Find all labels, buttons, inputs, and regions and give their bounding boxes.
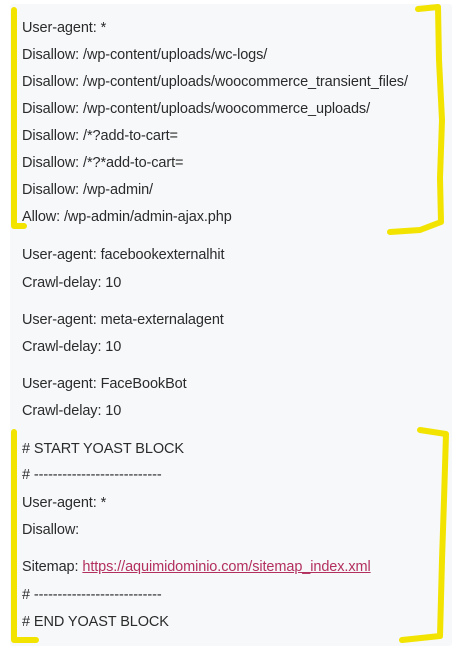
sitemap-link[interactable]: https://aquimidominio.com/sitemap_index.…	[82, 559, 371, 575]
woo-disallow-woocommerce-uploads-line: Disallow: /wp-content/uploads/woocommerc…	[22, 101, 371, 117]
yoast-disallow-line: Disallow:	[22, 522, 80, 538]
robots-txt-panel	[10, 4, 452, 646]
fb-external-hit-user-agent-line: User-agent: facebookexternalhit	[22, 247, 225, 263]
yoast-sitemap-line: Sitemap: https://aquimidominio.com/sitem…	[22, 558, 371, 576]
meta-external-agent-user-agent-line: User-agent: meta-externalagent	[22, 312, 224, 328]
woo-user-agent-line: User-agent: *	[22, 20, 107, 36]
woo-disallow-add-to-cart-line: Disallow: /*?add-to-cart=	[22, 128, 178, 144]
yoast-separator-top-line: # ---------------------------	[22, 467, 162, 483]
yoast-end-comment-line: # END YOAST BLOCK	[22, 614, 169, 630]
woo-disallow-wc-logs-line: Disallow: /wp-content/uploads/wc-logs/	[22, 47, 268, 63]
woo-disallow-wp-admin-line: Disallow: /wp-admin/	[22, 182, 153, 198]
woo-disallow-add-to-cart-wildcard-line: Disallow: /*?*add-to-cart=	[22, 155, 184, 171]
sitemap-label: Sitemap:	[22, 559, 83, 575]
meta-external-agent-crawl-delay-line: Crawl-delay: 10	[22, 339, 122, 355]
yoast-separator-bottom-line: # ---------------------------	[22, 587, 162, 603]
woo-disallow-transient-files-line: Disallow: /wp-content/uploads/woocommerc…	[22, 74, 408, 90]
woo-allow-admin-ajax-line: Allow: /wp-admin/admin-ajax.php	[22, 209, 232, 225]
fb-external-hit-crawl-delay-line: Crawl-delay: 10	[22, 275, 122, 291]
yoast-start-comment-line: # START YOAST BLOCK	[22, 441, 184, 457]
yoast-user-agent-line: User-agent: *	[22, 495, 107, 511]
facebook-bot-crawl-delay-line: Crawl-delay: 10	[22, 403, 122, 419]
facebook-bot-user-agent-line: User-agent: FaceBookBot	[22, 376, 187, 392]
